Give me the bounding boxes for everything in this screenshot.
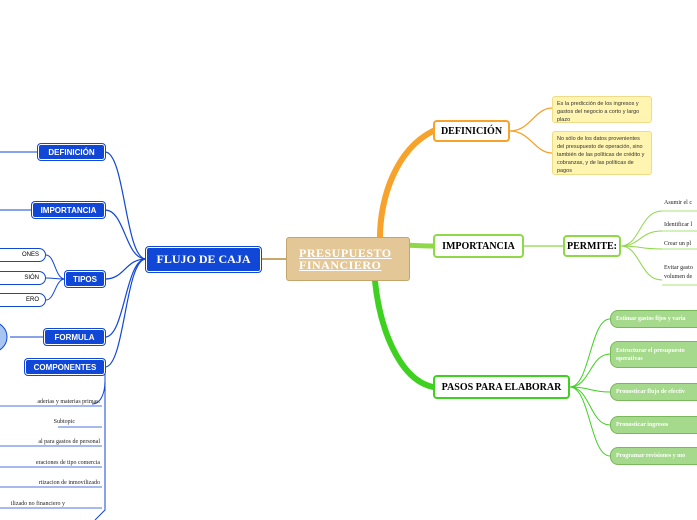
permite-item-5[interactable]: volumen de	[664, 274, 693, 280]
permite-item-3[interactable]: Crear un pl	[664, 241, 691, 247]
permite-item-4[interactable]: Evitar gasto	[664, 265, 693, 271]
componente-item-6[interactable]: ilizado no financiero y	[10, 501, 65, 507]
pasos-para-elaborar-node[interactable]: PASOS PARA ELABORAR	[433, 375, 570, 399]
componente-item-5[interactable]: rtizacion de inmovilizado	[38, 480, 100, 486]
componente-item-1[interactable]: aderias y materias primas.	[37, 399, 100, 405]
tipos-item-1[interactable]: ONES	[0, 248, 46, 262]
componente-item-2[interactable]: Subtopic	[53, 419, 75, 425]
tipos-node[interactable]: TIPOS	[65, 271, 105, 287]
definicion-right-node[interactable]: DEFINICIÓN	[433, 120, 510, 142]
paso-item-3[interactable]: Pronosticar flujo de efectiv	[610, 383, 697, 401]
definicion-note-1[interactable]: Es la predicción de los ingresos y gasto…	[552, 96, 652, 123]
paso-item-2-line1: Estructurar el presupuesto	[616, 347, 685, 354]
paso-item-4[interactable]: Pronosticar ingresos	[610, 416, 697, 434]
componente-item-3[interactable]: al para gastos de personal	[38, 439, 100, 445]
componentes-node[interactable]: COMPONENTES	[25, 359, 105, 375]
importancia-right-node[interactable]: IMPORTANCIA	[433, 234, 524, 258]
formula-node[interactable]: FORMULA	[44, 329, 105, 345]
definicion-note-2[interactable]: No sólo de los datos provenientes del pr…	[552, 131, 652, 175]
tipos-item-2[interactable]: SIÓN	[0, 271, 46, 285]
permite-node[interactable]: PERMITE:	[563, 235, 621, 257]
permite-item-2[interactable]: Identificar l	[664, 222, 693, 228]
paso-item-1[interactable]: Estimar gastos fijos y varia	[610, 310, 697, 328]
paso-item-2-line2: operativas	[616, 355, 643, 362]
flujo-de-caja-node[interactable]: FLUJO DE CAJA	[146, 247, 261, 272]
definicion-left-node[interactable]: DEFINICIÓN	[38, 144, 105, 160]
tipos-item-3[interactable]: ERO	[0, 293, 46, 307]
permite-item-1[interactable]: Asumir el c	[664, 200, 692, 206]
paso-item-5[interactable]: Programar revisiones y mo	[610, 447, 697, 465]
paso-item-2[interactable]: Estructurar el presupuesto operativas	[610, 341, 697, 368]
componente-item-4[interactable]: eraciones de tipo comercia	[35, 460, 100, 466]
importancia-left-node[interactable]: IMPORTANCIA	[32, 202, 105, 218]
